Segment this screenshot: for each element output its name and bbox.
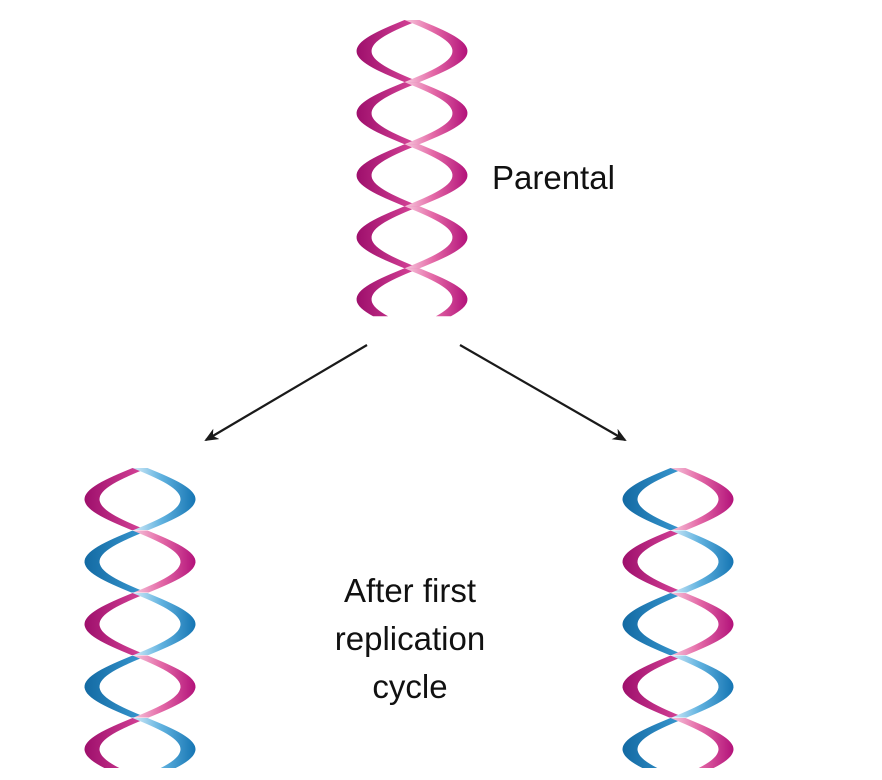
new-strand-segment	[132, 718, 196, 768]
parental-strand-segment	[622, 530, 686, 593]
parental-strand-segment	[404, 206, 468, 269]
parental-strand-segment	[132, 655, 196, 718]
after-first-replication-label: After first replication cycle	[300, 567, 520, 711]
parental-strand-segment	[84, 468, 148, 530]
after-label-line-3: cycle	[372, 668, 448, 705]
parental-strand-segment	[132, 530, 196, 593]
parental-strand-segment	[404, 144, 468, 207]
new-strand-segment	[84, 655, 148, 718]
arrow-to-right-daughter	[459, 344, 627, 441]
parental-strand-segment	[670, 593, 734, 655]
parental-strand-segment	[356, 268, 420, 317]
new-strand-segment	[622, 718, 686, 768]
parental-strand-segment	[404, 268, 468, 317]
new-strand-segment	[132, 468, 196, 530]
parental-strand-segment	[84, 718, 148, 768]
new-strand-segment	[670, 655, 734, 718]
daughter-helix-right	[622, 468, 734, 768]
parental-strand-segment	[670, 468, 734, 530]
arrow-to-left-daughter	[204, 344, 368, 442]
parental-strand-segment	[404, 20, 468, 82]
parental-strand-segment	[670, 718, 734, 768]
after-label-line-2: replication	[334, 620, 486, 657]
daughter-helix-left	[84, 468, 196, 768]
after-label-line-1: After first	[343, 572, 477, 609]
new-strand-segment	[84, 530, 148, 593]
parental-strand-segment	[356, 82, 420, 145]
parental-strand-segment	[622, 655, 686, 718]
new-strand-segment	[670, 530, 734, 593]
parental-label: Parental	[492, 159, 615, 196]
new-strand-segment	[132, 593, 196, 655]
new-strand-segment	[622, 593, 686, 655]
parental-strand-segment	[404, 82, 468, 145]
parental-strand-segment	[356, 20, 420, 82]
new-strand-segment	[622, 468, 686, 530]
parental-strand-segment	[356, 144, 420, 207]
parental-strand-segment	[84, 593, 148, 655]
parental-strand-segment	[356, 206, 420, 269]
parental-helix	[356, 20, 468, 317]
